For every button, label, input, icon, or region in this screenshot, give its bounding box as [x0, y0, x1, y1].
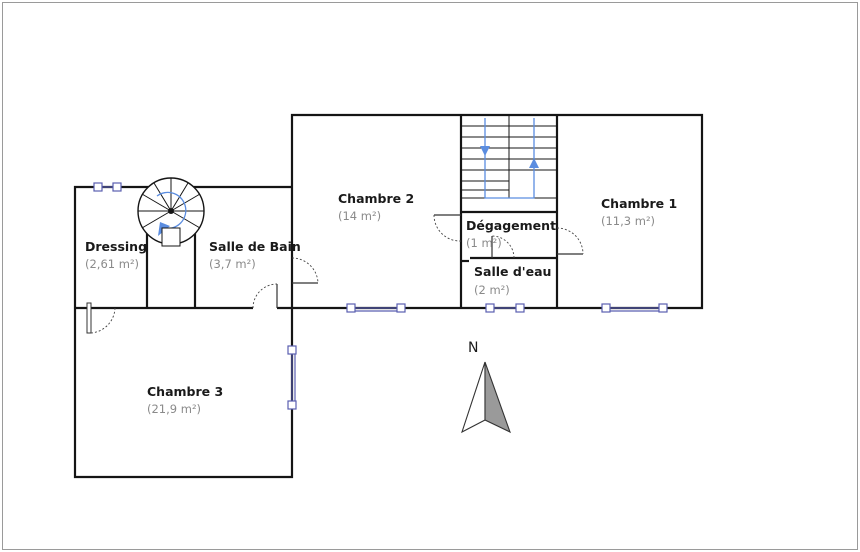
room-name-salle-deau: Salle d'eau	[474, 264, 551, 279]
room-name-dressing: Dressing	[85, 239, 147, 254]
doors	[86, 214, 584, 334]
door-salle-de-bain	[252, 283, 278, 312]
room-area-salle-de-bain: (3,7 m²)	[209, 257, 256, 271]
room-area-chambre-2: (14 m²)	[338, 209, 381, 223]
north-arrow: N	[461, 340, 511, 434]
windows	[93, 182, 668, 410]
door-chambre-1	[556, 227, 584, 255]
door-salle-deau	[491, 235, 515, 259]
window-salle-deau	[485, 303, 525, 313]
room-name-degagement: Dégagement	[466, 218, 556, 233]
room-area-degagement: (1 m²)	[466, 236, 502, 250]
room-area-salle-deau: (2 m²)	[474, 283, 510, 297]
room-area-dressing: (2,61 m²)	[85, 257, 139, 271]
door-chambre-3	[86, 302, 116, 334]
walls	[73, 113, 704, 479]
window-chambre-2	[346, 303, 406, 313]
room-name-salle-de-bain: Salle de Bain	[209, 239, 301, 254]
north-label: N	[468, 340, 478, 356]
door-chambre-2-lower	[291, 257, 319, 284]
room-area-chambre-1: (11,3 m²)	[601, 214, 655, 228]
door-degagement-west	[433, 214, 462, 242]
spiral-staircase	[137, 177, 205, 247]
window-chambre-3	[287, 345, 297, 410]
room-name-chambre-2: Chambre 2	[338, 191, 414, 206]
room-name-chambre-1: Chambre 1	[601, 196, 677, 211]
stair-down-arrow-icon	[480, 146, 490, 156]
room-area-chambre-3: (21,9 m²)	[147, 402, 201, 416]
room-name-chambre-3: Chambre 3	[147, 384, 223, 399]
stair-up-arrow-icon	[529, 158, 539, 168]
window-chambre-1	[601, 303, 668, 313]
north-arrow-icon	[461, 361, 486, 434]
window-dressing	[93, 182, 122, 192]
straight-staircase	[461, 115, 557, 199]
room-labels: Chambre 2 (14 m²) Chambre 1 (11,3 m²) Dé…	[85, 191, 677, 416]
